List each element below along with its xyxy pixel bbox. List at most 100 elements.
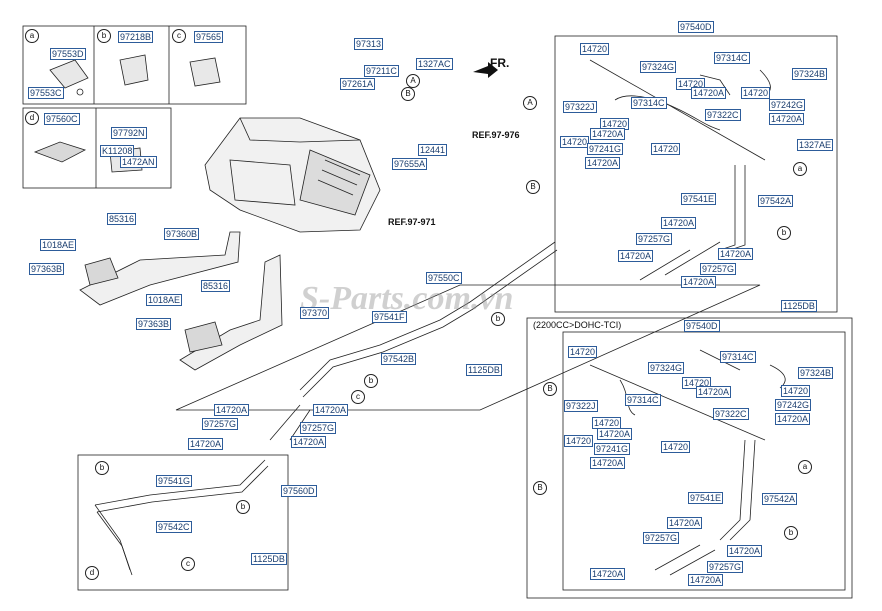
part-label[interactable]: 97541F xyxy=(372,311,407,323)
part-label[interactable]: 97241G xyxy=(587,143,624,155)
part-label[interactable]: 97655A xyxy=(392,158,428,170)
part-label[interactable]: 14720 xyxy=(741,87,771,99)
part-label[interactable]: 97261A xyxy=(340,78,376,90)
part-label[interactable]: 14720A xyxy=(597,428,633,440)
part-label[interactable]: 14720A xyxy=(718,248,754,260)
part-label[interactable]: 97242G xyxy=(769,99,806,111)
callout-d: d xyxy=(85,566,99,580)
part-label[interactable]: K11208 xyxy=(100,145,135,157)
callout-a: A xyxy=(523,96,537,110)
part-label[interactable]: 14720 xyxy=(781,385,811,397)
part-label[interactable]: 97314C xyxy=(714,52,750,64)
part-label[interactable]: 97324B xyxy=(792,68,828,80)
part-label[interactable]: 97370 xyxy=(300,307,330,319)
part-label[interactable]: 97324G xyxy=(640,61,677,73)
part-label[interactable]: 97542A xyxy=(762,493,798,505)
part-label[interactable]: 1472AN xyxy=(120,156,157,168)
part-label[interactable]: 1125DB xyxy=(466,364,502,376)
part-label[interactable]: 14720A xyxy=(696,386,732,398)
part-label[interactable]: 97322J xyxy=(563,101,597,113)
part-label[interactable]: 85316 xyxy=(201,280,231,292)
part-label[interactable]: 97257G xyxy=(636,233,673,245)
watermark: S-Parts.com.vn xyxy=(300,280,514,317)
part-label[interactable]: 14720A xyxy=(688,574,724,586)
part-label[interactable]: 97542A xyxy=(758,195,794,207)
part-label[interactable]: 14720A xyxy=(681,276,717,288)
part-label[interactable]: 14720A xyxy=(775,413,811,425)
part-label[interactable]: 97560D xyxy=(281,485,317,497)
part-label[interactable]: 14720A xyxy=(590,568,626,580)
callout-b: B xyxy=(533,481,547,495)
part-label[interactable]: 1018AE xyxy=(40,239,77,251)
part-label[interactable]: 97257G xyxy=(707,561,744,573)
part-label[interactable]: 14720 xyxy=(651,143,681,155)
part-label[interactable]: 14720 xyxy=(580,43,610,55)
part-label[interactable]: 97360B xyxy=(164,228,200,240)
callout-c: c xyxy=(181,557,195,571)
part-label[interactable]: 1018AE xyxy=(146,294,183,306)
callout-b: b xyxy=(491,312,505,326)
part-label[interactable]: 14720A xyxy=(590,128,626,140)
part-label[interactable]: 97257G xyxy=(700,263,737,275)
part-label[interactable]: 97560C xyxy=(44,113,80,125)
part-label[interactable]: 14720A xyxy=(214,404,250,416)
part-label[interactable]: 97363B xyxy=(136,318,172,330)
part-label[interactable]: 97241G xyxy=(594,443,631,455)
part-label[interactable]: 85316 xyxy=(107,213,137,225)
part-label[interactable]: 1327AC xyxy=(416,58,453,70)
part-label[interactable]: 97553C xyxy=(28,87,64,99)
part-label[interactable]: 1125DB xyxy=(781,300,817,312)
part-label[interactable]: 12441 xyxy=(418,144,448,156)
part-label[interactable]: 97565 xyxy=(194,31,224,43)
part-label[interactable]: 14720A xyxy=(691,87,727,99)
part-label[interactable]: 14720A xyxy=(661,217,697,229)
part-label[interactable]: 97257G xyxy=(643,532,680,544)
part-label[interactable]: 97541G xyxy=(156,475,193,487)
part-label[interactable]: 97363B xyxy=(29,263,65,275)
part-label[interactable]: 97541E xyxy=(681,193,717,205)
assembly-title[interactable]: 97540D xyxy=(678,21,714,33)
part-label[interactable]: 14720A xyxy=(618,250,654,262)
ref-label[interactable]: REF.97-971 xyxy=(388,217,436,227)
part-label[interactable]: 97242G xyxy=(775,399,812,411)
part-label[interactable]: 14720A xyxy=(727,545,763,557)
part-label[interactable]: 97542C xyxy=(156,521,192,533)
part-label[interactable]: 14720A xyxy=(667,517,703,529)
part-label[interactable]: 97324B xyxy=(798,367,834,379)
part-label[interactable]: 1327AE xyxy=(797,139,834,151)
part-label[interactable]: 14720A xyxy=(188,438,224,450)
assembly-title[interactable]: 97540D xyxy=(684,320,720,332)
part-label[interactable]: 14720A xyxy=(291,436,327,448)
part-label[interactable]: 97211C xyxy=(364,65,399,77)
part-label[interactable]: 97314C xyxy=(625,394,661,406)
part-label[interactable]: 97541E xyxy=(688,492,724,504)
part-label[interactable]: 14720A xyxy=(585,157,621,169)
part-label[interactable]: 97322C xyxy=(705,109,741,121)
part-label[interactable]: 14720 xyxy=(560,136,590,148)
part-label[interactable]: 14720 xyxy=(564,435,594,447)
front-label: FR. xyxy=(490,56,510,70)
callout-a: A xyxy=(406,74,420,88)
part-label[interactable]: 97314C xyxy=(720,351,756,363)
part-label[interactable]: 1125DB xyxy=(251,553,287,565)
part-label[interactable]: 97257G xyxy=(300,422,337,434)
part-label[interactable]: 97550C xyxy=(426,272,462,284)
part-label[interactable]: 97322J xyxy=(564,400,598,412)
ref-label[interactable]: REF.97-976 xyxy=(472,130,520,140)
part-label[interactable]: 14720 xyxy=(661,441,691,453)
part-label[interactable]: 14720A xyxy=(769,113,805,125)
part-label[interactable]: 97313 xyxy=(354,38,384,50)
part-label[interactable]: 97257G xyxy=(202,418,239,430)
part-label[interactable]: 97542B xyxy=(381,353,417,365)
part-label[interactable]: 97218B xyxy=(118,31,154,43)
part-label[interactable]: 97314C xyxy=(631,97,667,109)
part-label[interactable]: 14720 xyxy=(568,346,598,358)
part-label[interactable]: 14720A xyxy=(590,457,626,469)
part-label[interactable]: 97322C xyxy=(713,408,749,420)
part-label[interactable]: 14720A xyxy=(313,404,349,416)
inset-tag-c: c xyxy=(172,29,186,43)
part-label[interactable]: 97324G xyxy=(648,362,685,374)
part-label[interactable]: 97792N xyxy=(111,127,147,139)
part-label[interactable]: 97553D xyxy=(50,48,86,60)
